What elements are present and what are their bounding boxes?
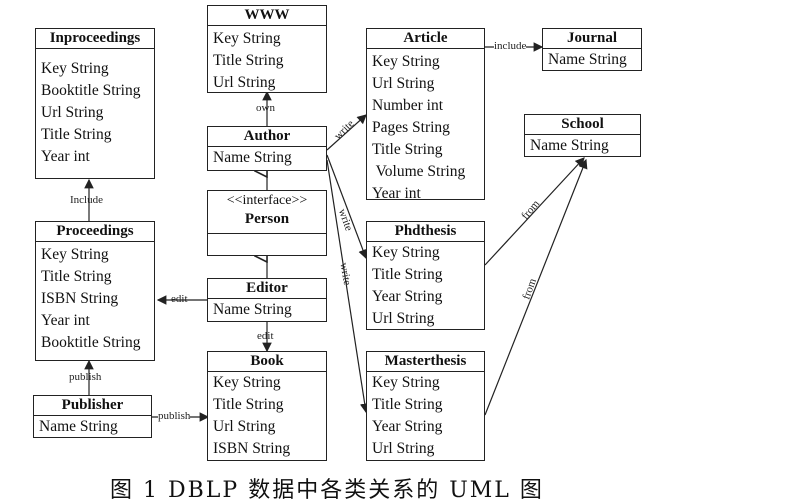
attribute: Title String	[213, 52, 284, 69]
label-edit-2: edit	[257, 330, 274, 342]
attribute: Volume String	[372, 163, 466, 180]
class-masterthesis: Masterthesis Key String Title String Yea…	[366, 351, 485, 461]
attribute: Title String	[213, 396, 284, 413]
class-title: Journal	[543, 29, 641, 49]
attribute: Key String	[213, 30, 281, 47]
attribute: Title String	[372, 141, 443, 158]
attribute: Booktitle String	[41, 82, 141, 99]
class-title: Inproceedings	[36, 29, 154, 49]
class-title: Article	[367, 29, 484, 49]
attribute: Url String	[41, 104, 104, 121]
interface-person: <<interface>> Person	[207, 190, 327, 256]
class-editor: Editor Name String	[207, 278, 327, 322]
class-phdthesis: Phdthesis Key String Title String Year S…	[366, 221, 485, 330]
class-school: School Name String	[524, 114, 641, 157]
class-title: Proceedings	[36, 222, 154, 242]
attribute: Title String	[372, 266, 443, 283]
attribute: Key String	[372, 53, 440, 70]
label-include: include	[494, 40, 527, 52]
attribute: Key String	[372, 244, 440, 261]
attribute: Name String	[530, 137, 609, 154]
attribute: Name String	[39, 418, 118, 435]
edge-author-phdthesis	[326, 154, 368, 260]
class-title: School	[525, 115, 640, 135]
label-own: own	[256, 102, 275, 114]
class-title: Person	[244, 211, 290, 227]
figure-caption: 图 1 DBLP 数据中各类关系的 UML 图	[110, 478, 544, 503]
class-publisher: Publisher Name String	[33, 395, 152, 438]
class-title: Editor	[208, 279, 326, 299]
attribute: Name String	[548, 51, 627, 68]
label-publish-2: publish	[158, 410, 191, 422]
attribute: Url String	[213, 74, 276, 91]
class-title: Masterthesis	[367, 352, 484, 372]
label-edit-1: edit	[171, 293, 188, 305]
edge-author-article	[326, 114, 367, 151]
attribute: Title String	[41, 268, 112, 285]
class-title: Phdthesis	[367, 222, 484, 242]
class-title: Author	[208, 127, 326, 147]
class-journal: Journal Name String	[542, 28, 642, 71]
attribute: Year int	[372, 185, 421, 202]
attribute: Year int	[41, 148, 90, 165]
attribute: Year String	[372, 418, 443, 435]
attribute: Booktitle String	[41, 334, 141, 351]
class-author: Author Name String	[207, 126, 327, 171]
attribute: Year int	[41, 312, 90, 329]
attribute: ISBN String	[213, 440, 291, 457]
attribute: Number int	[372, 97, 444, 114]
attribute: Key String	[41, 60, 109, 77]
stereotype-label: <<interface>>	[226, 193, 308, 208]
label-include-2: Include	[70, 194, 103, 206]
label-publish-1: publish	[69, 371, 102, 383]
attribute: ISBN String	[41, 290, 119, 307]
attribute: Key String	[213, 374, 281, 391]
class-proceedings: Proceedings Key String Title String ISBN…	[35, 221, 155, 361]
class-www: WWW Key String Title String Url String	[207, 5, 327, 93]
attribute: Pages String	[372, 119, 450, 136]
attribute: Name String	[213, 149, 292, 166]
edge-author-masterthesis	[326, 159, 370, 414]
attribute: Url String	[372, 75, 435, 92]
edge-masterthesis-school	[484, 158, 588, 416]
class-article: Article Key String Url String Number int…	[366, 28, 485, 202]
attribute: Year String	[372, 288, 443, 305]
attribute: Url String	[372, 440, 435, 457]
class-book: Book Key String Title String Url String …	[207, 351, 327, 461]
class-title: Book	[208, 352, 326, 372]
class-title: WWW	[208, 6, 326, 26]
attribute: Title String	[41, 126, 112, 143]
attribute: Key String	[41, 246, 109, 263]
attribute: Url String	[213, 418, 276, 435]
attribute: Url String	[372, 310, 435, 327]
attribute: Key String	[372, 374, 440, 391]
class-inproceedings: Inproceedings Key String Booktitle Strin…	[35, 28, 155, 179]
attribute: Title String	[372, 396, 443, 413]
class-title: Publisher	[34, 396, 151, 416]
edge-phdthesis-school	[484, 157, 585, 266]
attribute: Name String	[213, 301, 292, 318]
